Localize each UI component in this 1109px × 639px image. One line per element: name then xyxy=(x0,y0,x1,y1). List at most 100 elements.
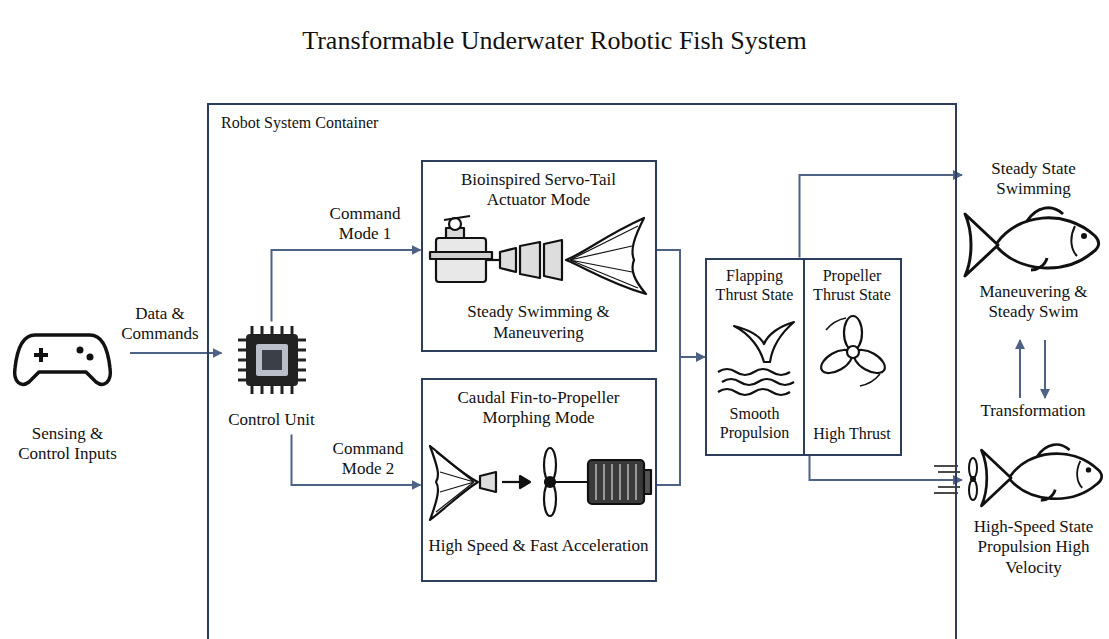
high-speed-fish-drawing xyxy=(981,450,1011,506)
fin-to-propeller-drawing xyxy=(627,464,629,500)
chip-icon xyxy=(251,326,254,334)
servo-tail-drawing xyxy=(486,259,500,261)
chip-icon xyxy=(271,386,274,394)
fin-to-propeller-drawing xyxy=(596,464,636,500)
input-device: Sensing & Control Inputs xyxy=(5,325,130,475)
chip-icon xyxy=(262,350,282,370)
servo-tail-drawing xyxy=(544,240,562,280)
steady-fish-drawing xyxy=(1027,208,1063,221)
connector xyxy=(657,357,705,485)
gamepad-icon xyxy=(77,347,84,354)
servo-tail-drawing xyxy=(430,216,646,294)
propeller-icon xyxy=(844,316,862,350)
chip-icon xyxy=(261,386,264,394)
connector xyxy=(292,435,421,486)
fin-to-propeller-drawing xyxy=(603,464,605,500)
node-title: Robot System Container xyxy=(221,113,378,132)
chip-icon xyxy=(246,334,298,386)
edge-label: Data & Commands xyxy=(118,304,202,345)
chip-icon xyxy=(298,369,306,372)
fin-to-propeller-drawing xyxy=(430,446,651,520)
node-caption: Maneuvering & Steady Swim xyxy=(966,282,1101,323)
chip-icon xyxy=(261,326,264,334)
steady-fish-drawing xyxy=(1081,233,1087,239)
chip-icon xyxy=(238,339,246,342)
node-title: Sensing & Control Inputs xyxy=(15,424,120,465)
chip-icon xyxy=(281,326,284,334)
fin-to-propeller-drawing xyxy=(480,472,496,492)
chip-icon xyxy=(291,386,294,394)
chip-icon xyxy=(298,339,306,342)
output-state: Steady State SwimmingManeuvering & Stead… xyxy=(962,155,1105,340)
chip-icon xyxy=(251,386,254,394)
servo-tail-drawing xyxy=(566,218,646,294)
steady-fish-drawing xyxy=(1071,226,1077,256)
steady-fish-drawing xyxy=(965,208,1099,276)
high-speed-fish-drawing xyxy=(1037,445,1069,457)
high-speed-fish-drawing xyxy=(1041,490,1055,501)
chip-icon xyxy=(238,369,246,372)
node-title: Bioinspired Servo-Tail Actuator Mode xyxy=(439,170,639,211)
steady-fish-drawing xyxy=(1031,258,1047,270)
fin-to-propeller-drawing xyxy=(635,464,637,500)
servo-tail-drawing xyxy=(570,226,638,288)
high-speed-fish-drawing xyxy=(981,445,1101,506)
fin-to-propeller-drawing xyxy=(436,452,474,512)
edge-label: Command Mode 1 xyxy=(323,204,407,245)
connector xyxy=(800,175,963,258)
connector xyxy=(1019,340,1021,398)
chip-icon xyxy=(271,326,274,334)
node-caption: Steady Swimming & Maneuvering xyxy=(427,302,651,343)
fin-to-propeller-drawing xyxy=(611,464,613,500)
diagram-title: Transformable Underwater Robotic Fish Sy… xyxy=(0,26,1109,56)
flapping-icon xyxy=(718,389,790,395)
flapping-icon xyxy=(722,379,794,385)
steady-fish-drawing xyxy=(997,218,1099,268)
servo-tail-drawing xyxy=(500,248,516,272)
servo-tail-drawing xyxy=(520,242,540,278)
chip-icon xyxy=(238,379,246,382)
node-caption: High Thrust xyxy=(813,424,890,443)
mode-box: Bioinspired Servo-Tail Actuator ModeStea… xyxy=(421,160,657,352)
flapping-icon xyxy=(718,322,794,395)
chip-icon xyxy=(281,386,284,394)
connector xyxy=(657,250,705,357)
servo-tail-drawing xyxy=(430,252,492,259)
flapping-icon xyxy=(718,369,790,375)
edge-label: Command Mode 2 xyxy=(326,439,410,480)
gamepad-icon xyxy=(15,335,111,384)
high-speed-fish-drawing xyxy=(969,458,977,478)
fin-to-propeller-drawing xyxy=(588,460,644,504)
fin-to-propeller-drawing xyxy=(595,464,597,500)
high-speed-fish-drawing xyxy=(969,480,977,500)
chip-icon xyxy=(291,326,294,334)
connector xyxy=(810,456,963,481)
propeller-icon xyxy=(817,316,888,386)
flapping-icon xyxy=(734,322,794,362)
control-unit: Control Unit xyxy=(222,322,322,435)
gamepad-icon xyxy=(87,354,94,361)
thrust-state-box: Propeller Thrust StateHigh Thrust xyxy=(803,258,902,456)
node-caption: High Speed & Fast Acceleration xyxy=(428,536,648,556)
node-title: High-Speed State Propulsion High Velocit… xyxy=(966,517,1101,578)
chip-icon xyxy=(298,379,306,382)
chip-icon xyxy=(238,326,306,394)
node-title: Steady State Swimming xyxy=(966,159,1101,200)
steady-fish-drawing xyxy=(965,214,998,276)
node-title: Control Unit xyxy=(228,410,314,430)
high-speed-fish-drawing xyxy=(970,476,976,482)
node-caption: Smooth Propulsion xyxy=(711,404,799,442)
transition-label: Transformation xyxy=(977,401,1088,421)
propeller-icon xyxy=(847,346,859,358)
fin-to-propeller-drawing xyxy=(545,477,555,487)
chip-icon xyxy=(238,349,246,352)
node-title: Caudal Fin-to-Propeller Morphing Mode xyxy=(439,388,639,429)
gamepad-icon xyxy=(34,348,48,362)
system-container: Robot System ContainerControl Unit Bioins… xyxy=(207,103,957,639)
fin-to-propeller-drawing xyxy=(555,481,588,483)
output-state: High-Speed State Propulsion High Velocit… xyxy=(962,398,1105,610)
chip-icon xyxy=(238,359,246,362)
node-title: Flapping Thrust State xyxy=(711,266,799,304)
high-speed-fish-drawing xyxy=(1086,467,1091,472)
propeller-icon xyxy=(826,318,880,386)
